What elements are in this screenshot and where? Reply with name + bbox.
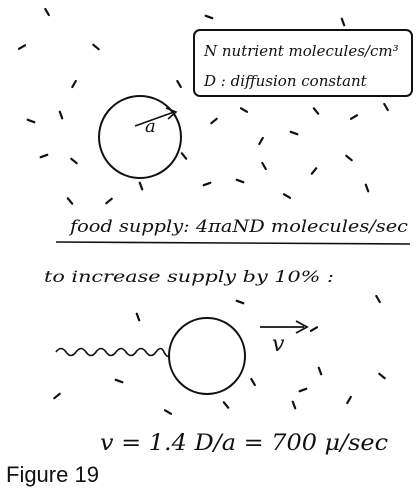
nutrient-molecule (135, 312, 141, 322)
nutrient-molecule (364, 183, 370, 193)
nutrient-molecule (310, 167, 318, 175)
food-supply-text: food supply: 4πaND molecules/sec (68, 217, 409, 237)
nutrient-molecule (378, 372, 386, 380)
nutrient-molecule (317, 366, 323, 376)
radius-label: a (145, 116, 156, 137)
nutrient-molecule (222, 401, 230, 409)
velocity-label: v (272, 332, 285, 357)
food-supply-underline (55, 241, 411, 245)
legend-line-1: N nutrient molecules/cm³ (203, 42, 399, 60)
nutrient-molecule (114, 378, 124, 384)
nutrient-molecule (250, 377, 256, 387)
nutrient-molecule (70, 157, 78, 165)
nutrient-molecule (163, 409, 173, 415)
nutrient-molecule (312, 107, 320, 115)
nutrient-molecule (44, 7, 50, 17)
nutrient-molecule (202, 181, 212, 187)
nutrient-molecule (349, 114, 359, 120)
nutrient-molecule (53, 392, 61, 400)
legend-line-2: D : diffusion constant (203, 72, 368, 90)
velocity-equation: v = 1.4 D/a = 700 μ/sec (100, 431, 388, 456)
nutrient-molecule (58, 110, 64, 120)
nutrient-molecule (17, 44, 27, 50)
nutrient-molecule (92, 43, 100, 51)
nutrient-molecules-bottom (53, 294, 386, 415)
nutrient-molecules-top (17, 7, 389, 205)
velocity-arrowhead (295, 320, 309, 334)
nutrient-molecule (105, 197, 113, 205)
nutrient-molecule (309, 326, 319, 332)
nutrient-molecule (26, 118, 36, 124)
flagellum-wave (55, 347, 171, 358)
nutrient-molecule (235, 178, 245, 184)
nutrient-molecule (210, 117, 218, 125)
increase-supply-text: to increase supply by 10% : (44, 267, 334, 286)
nutrient-molecule (346, 395, 352, 405)
nutrient-molecule (138, 181, 144, 191)
radius-line (134, 111, 175, 127)
nutrient-molecule (66, 197, 74, 205)
radius-arrowhead (165, 107, 178, 120)
moving-bacterium-circle (168, 317, 246, 395)
nutrient-molecule (176, 79, 182, 89)
nutrient-molecule (71, 79, 77, 89)
nutrient-molecule (291, 400, 297, 410)
nutrient-molecule (345, 154, 353, 162)
nutrient-molecule (239, 107, 249, 113)
nutrient-molecule (340, 17, 346, 27)
nutrient-molecule (289, 130, 299, 136)
nutrient-molecule (298, 387, 308, 393)
figure-caption: Figure 19 (6, 462, 99, 487)
nutrient-molecule (383, 102, 389, 112)
nutrient-molecule (375, 294, 381, 304)
nutrient-molecule (180, 152, 188, 160)
nutrient-molecule (235, 299, 245, 305)
nutrient-molecule (258, 136, 264, 146)
nutrient-molecule (39, 153, 49, 159)
legend-box (193, 29, 413, 97)
nutrient-molecule (204, 14, 214, 20)
nutrient-molecule (261, 161, 267, 171)
nutrient-molecule (282, 193, 292, 199)
bacterium-circle (98, 95, 182, 179)
